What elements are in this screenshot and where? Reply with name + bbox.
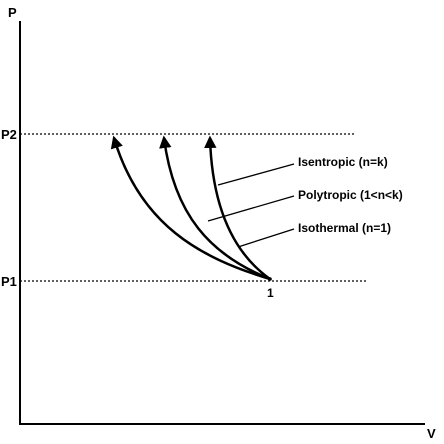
isentropic-curve bbox=[204, 135, 271, 281]
x-axis-label: V bbox=[427, 426, 436, 441]
p1-label: P1 bbox=[1, 274, 17, 289]
isothermal-leader-line bbox=[237, 228, 295, 248]
isothermal-label: Isothermal (n=1) bbox=[298, 221, 391, 235]
isentropic-label: Isentropic (n=k) bbox=[298, 155, 388, 169]
state-point-1 bbox=[268, 277, 272, 281]
polytropic-leader-line bbox=[207, 195, 295, 222]
polytropic-curve bbox=[159, 135, 271, 281]
y-axis-label: P bbox=[8, 5, 17, 20]
state-point-label: 1 bbox=[267, 286, 274, 300]
isentropic-leader-line bbox=[217, 163, 295, 186]
isothermal-curve bbox=[110, 135, 271, 281]
p2-label: P2 bbox=[1, 127, 17, 142]
polytropic-label: Polytropic (1<n<k) bbox=[298, 188, 403, 202]
